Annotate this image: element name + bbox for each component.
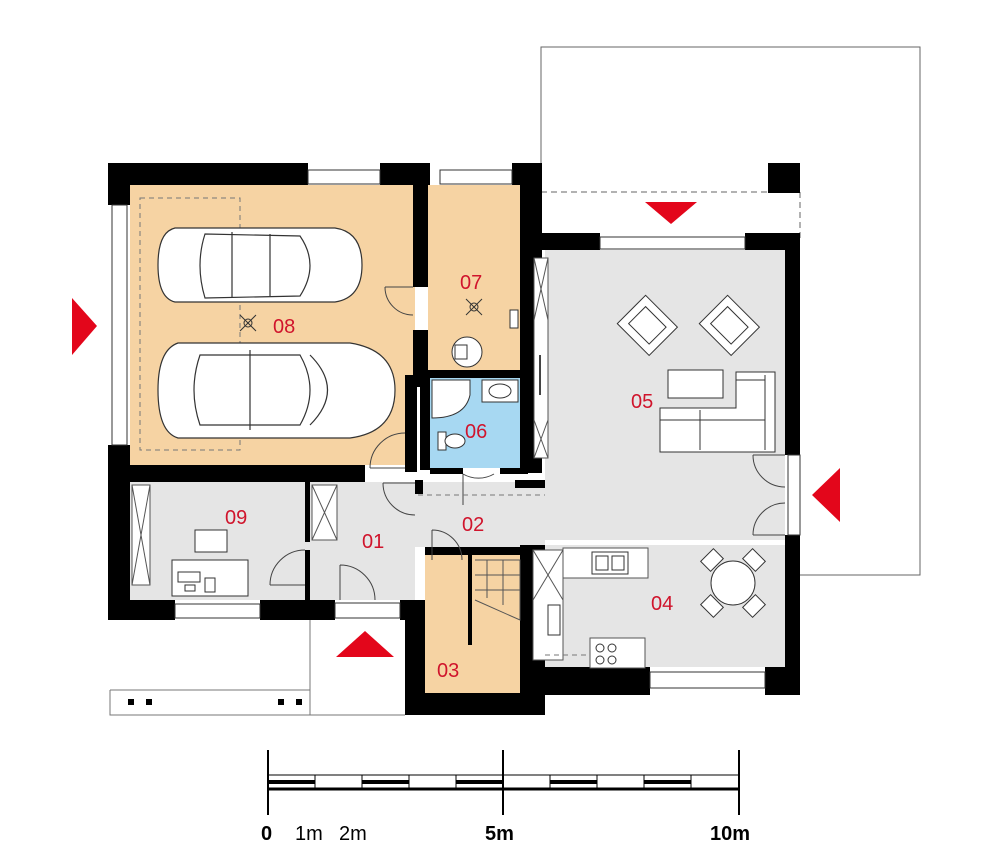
room-label-05: 05 — [631, 391, 653, 413]
stair-floor — [425, 555, 520, 693]
hall-floor — [415, 482, 545, 547]
entrance-arrow-south — [336, 631, 394, 657]
room-label-09: 09 — [225, 507, 247, 529]
scale-label-10m: 10m — [710, 823, 750, 845]
entrance-arrow-west — [72, 298, 97, 355]
porch-outline — [109, 620, 405, 716]
scale-label-1m: 1m — [295, 823, 323, 845]
porch-posts — [128, 699, 302, 705]
car-icon — [157, 227, 363, 303]
scale-bar: 0 1m 2m 5m 10m — [261, 750, 750, 845]
sofa-icon — [659, 371, 776, 453]
scale-label-5m: 5m — [485, 823, 514, 845]
car-icon — [157, 342, 396, 439]
entrance-arrow-east — [812, 468, 840, 522]
boiler-icon — [451, 309, 519, 368]
light-icon — [239, 298, 483, 332]
windows — [111, 169, 801, 689]
room-label-07: 07 — [460, 272, 482, 294]
stairs — [474, 559, 521, 621]
terrace-outline — [540, 46, 921, 576]
stove-icon — [595, 643, 617, 665]
coffee-table-icon — [667, 369, 724, 399]
room-label-03: 03 — [437, 660, 459, 682]
room-label-01: 01 — [362, 531, 384, 553]
sink-icon — [591, 551, 629, 575]
desk-icon — [171, 529, 249, 597]
toilet-icon — [437, 431, 466, 451]
dining-table-icon — [699, 547, 767, 619]
room-label-04: 04 — [651, 593, 673, 615]
fridge-icon — [547, 604, 561, 636]
scale-label-0: 0 — [261, 823, 272, 845]
room-label-06: 06 — [465, 421, 487, 443]
scale-label-2m: 2m — [339, 823, 367, 845]
entrance-arrow-north — [645, 202, 697, 224]
room-label-02: 02 — [462, 514, 484, 536]
shower-icon — [431, 379, 471, 419]
room-label-08: 08 — [273, 316, 295, 338]
sink-icon — [481, 379, 519, 403]
dashed-lines — [139, 197, 590, 656]
armchair-icon — [698, 294, 761, 357]
doors — [269, 286, 786, 601]
armchair-icon — [616, 294, 679, 357]
